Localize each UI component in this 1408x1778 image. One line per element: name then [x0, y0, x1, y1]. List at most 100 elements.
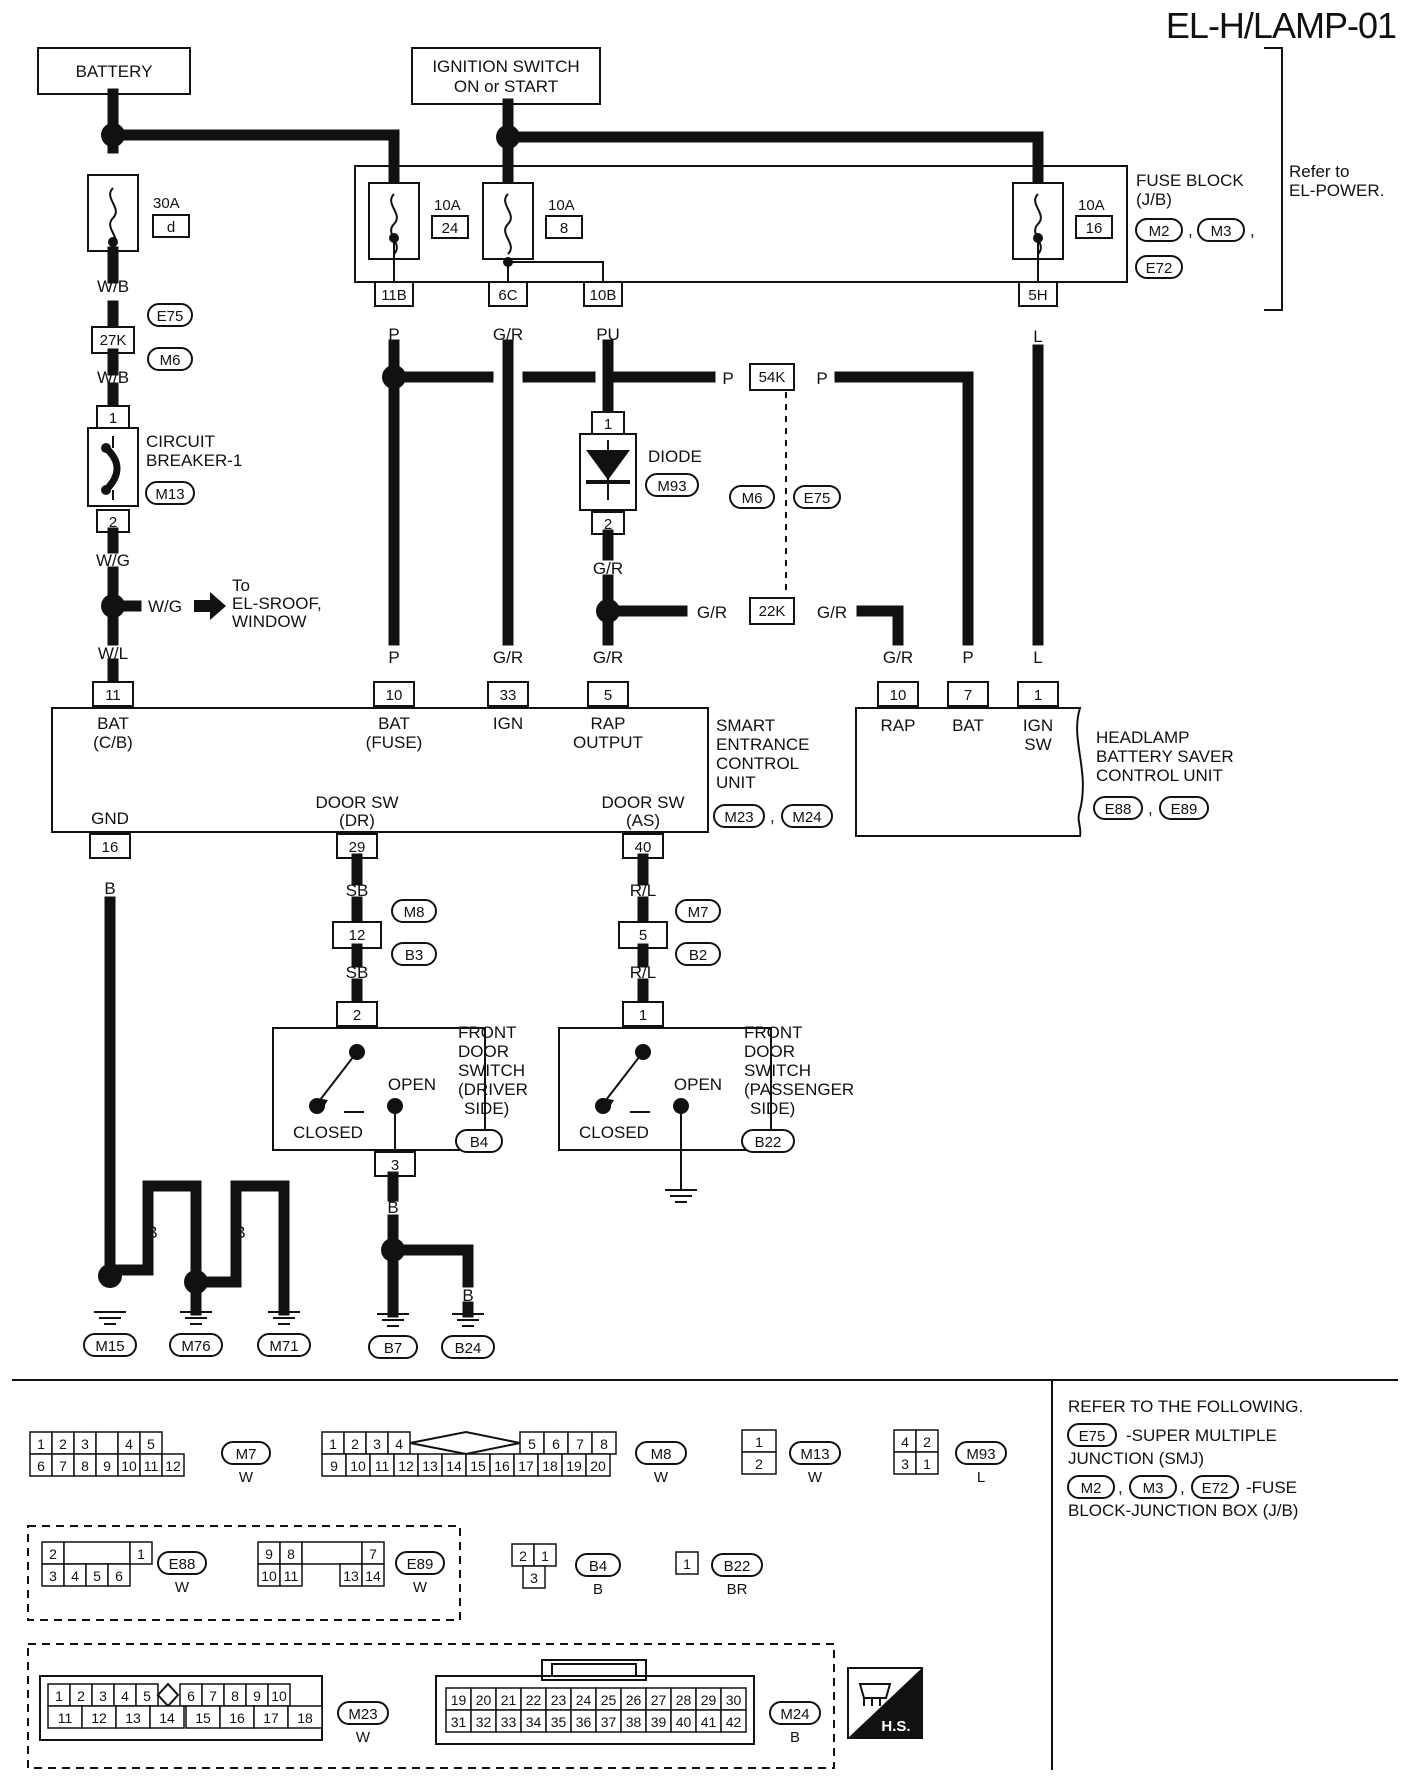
m8-pin: 15: [470, 1458, 486, 1474]
m24-pin: 22: [526, 1692, 542, 1708]
junction-22k-label: 22K: [759, 603, 786, 620]
junction-54k: [749, 363, 795, 391]
ground-m76: [169, 1333, 223, 1357]
m24-pin: 36: [576, 1714, 592, 1730]
fuse-24-id: 24: [442, 220, 459, 237]
m23-cell: [149, 1705, 185, 1729]
wire-color-gr-6: G/R: [883, 648, 913, 667]
wire-color-pu: PU: [596, 325, 620, 344]
comma: ,: [1118, 1478, 1123, 1497]
hl-label-3: CONTROL UNIT: [1096, 766, 1223, 785]
secu-pin-33: 33: [487, 681, 529, 707]
refer-label-1: Refer to: [1289, 162, 1349, 181]
conn-tag-e88-label: E88: [1105, 801, 1132, 818]
secu-term-bat-cb-2: (C/B): [93, 733, 133, 752]
m93-tag-label: M93: [966, 1446, 995, 1463]
m7-pin: 11: [144, 1458, 159, 1474]
m23-pin: 14: [159, 1710, 175, 1726]
e88-tag-label: E88: [169, 1556, 196, 1573]
m24-cell: [720, 1709, 747, 1733]
door-dr-pin-2: 2: [353, 1007, 361, 1024]
m24-pin: 30: [726, 1692, 742, 1708]
diode-pin-1: 1: [604, 416, 612, 433]
m24-pin: 20: [476, 1692, 492, 1708]
e88-pin: 5: [93, 1568, 101, 1584]
diode-label: DIODE: [648, 447, 702, 466]
fb-term-6c-label: 6C: [498, 287, 517, 304]
m8-pin: 10: [350, 1458, 366, 1474]
m8-pin: 3: [373, 1436, 381, 1452]
m24-pin: 31: [451, 1714, 467, 1730]
b22-pin: 1: [683, 1556, 691, 1572]
conn-tag-b2-label: B2: [689, 947, 707, 964]
secu-label-1: SMART: [716, 716, 775, 735]
m24-pin: 40: [676, 1714, 692, 1730]
secu-pin-29-label: 29: [349, 839, 366, 856]
fb-term-6c: 6C: [488, 281, 528, 307]
secu-pin-11-label: 11: [105, 687, 121, 704]
door-dr-label-3: SWITCH: [458, 1061, 525, 1080]
m7-pin: 3: [81, 1436, 89, 1452]
fb-term-10b: 10B: [583, 281, 623, 307]
fb-term-10b-label: 10B: [590, 287, 617, 304]
m23-color: W: [356, 1729, 371, 1746]
m8-tag: [635, 1441, 687, 1465]
front-door-switch-passenger: 1 OPEN CLOSED FRONT DOOR SWITCH (PASSENG…: [558, 1001, 854, 1203]
wire-color-p-3: P: [816, 369, 827, 388]
legend-m2-label: M2: [1081, 1480, 1102, 1497]
m24-pin: 28: [676, 1692, 692, 1708]
conn-tag-e89: [1159, 796, 1209, 820]
m8-pin: 5: [528, 1436, 536, 1452]
ignition-splice: [496, 125, 520, 149]
wire-color-gr-4: G/R: [697, 603, 727, 622]
secu-term-bat-cb-1: BAT: [97, 714, 129, 733]
hl-pin-7: 7: [947, 681, 989, 707]
m8-pin: 12: [398, 1458, 414, 1474]
ground-loop-1: [104, 1180, 202, 1276]
m23-pin: 6: [187, 1688, 195, 1704]
door-as-label-3: SWITCH: [744, 1061, 811, 1080]
m8-color: W: [654, 1469, 669, 1486]
m23-pin: 7: [209, 1688, 217, 1704]
conn-tag-e75-b-label: E75: [804, 490, 831, 507]
diode: 1 2 DIODE M93: [579, 411, 702, 535]
battery-bus-wire: [107, 129, 400, 191]
b22-tag-label: B22: [724, 1558, 751, 1575]
b4-pin: 1: [541, 1548, 549, 1564]
b22-cell: [675, 1551, 699, 1575]
conn-tag-m3: [1197, 218, 1245, 242]
ground-b7: [368, 1335, 418, 1359]
cb-label-1: CIRCUIT: [146, 432, 215, 451]
e89-tag: [395, 1551, 445, 1575]
fuse-leads: [393, 238, 1039, 282]
battery-box: [37, 47, 191, 95]
m23-pin: 10: [271, 1688, 287, 1704]
m7-pin: 10: [121, 1458, 137, 1474]
m7-color: W: [239, 1469, 254, 1486]
legend-m3-label: M3: [1143, 1480, 1164, 1497]
diagram-title: EL-H/LAMP-01: [1166, 5, 1396, 46]
conn-tag-m3-label: M3: [1211, 223, 1232, 240]
fuse-30a: 30A d: [87, 174, 190, 252]
hl-pin-10: 10: [877, 681, 919, 707]
hl-pin-1-label: 1: [1034, 687, 1042, 704]
hs-label: H.S.: [881, 1718, 910, 1735]
wg-splice: [101, 594, 125, 618]
b22-tag: [711, 1553, 763, 1577]
fuse-30a-id: d: [167, 219, 175, 236]
hl-term-rap: RAP: [881, 716, 916, 735]
hs-badge: H.S.: [847, 1667, 923, 1739]
secu-box: [51, 707, 709, 833]
m24-latch-inner: [551, 1663, 637, 1677]
fuse-8-branch: [508, 261, 604, 282]
diode-pin-2: 2: [604, 516, 612, 533]
e88-e89-group: [27, 1525, 461, 1621]
legend-heading: REFER TO THE FOLLOWING.: [1068, 1397, 1303, 1416]
gr-branch-2: [856, 605, 904, 646]
m23-tag: [337, 1701, 389, 1725]
fb-term-11b: 11B: [374, 281, 414, 307]
door-as-connector: B22: [755, 1134, 782, 1151]
m8-pin: 19: [566, 1458, 582, 1474]
door-as-label-1: FRONT: [744, 1023, 803, 1042]
